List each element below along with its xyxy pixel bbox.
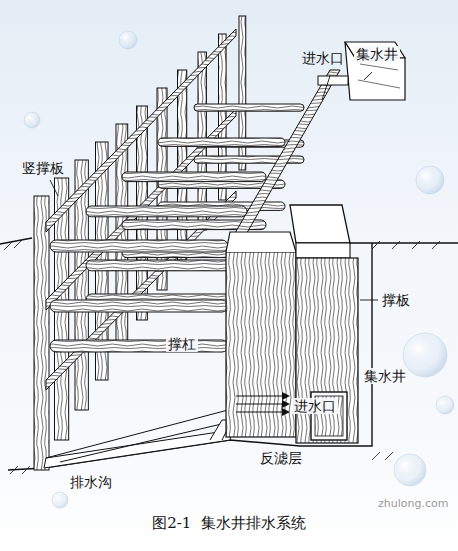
figure-caption: 图2-1 集水井排水系统	[0, 514, 458, 533]
strut	[86, 206, 247, 217]
inlet-label: 进水口	[292, 398, 338, 414]
leader-lines	[50, 72, 378, 300]
vertical-board-label: 竖撑板	[20, 160, 66, 176]
watermark: zhulong.com	[376, 498, 450, 511]
vertical-boards	[34, 16, 246, 470]
strut-label: 撑杠	[166, 336, 198, 352]
board	[34, 196, 49, 470]
strut	[50, 340, 228, 352]
trench-floor	[44, 410, 232, 468]
strut	[158, 138, 285, 146]
strut	[50, 300, 228, 312]
strut	[86, 260, 247, 271]
strut	[50, 240, 228, 252]
sump-label: 集水井	[354, 46, 400, 62]
board-label: 撑板	[380, 292, 412, 308]
sump-label: 集水井	[362, 368, 408, 384]
sump-pit-near	[236, 205, 358, 443]
drain-ditch-label: 排水沟	[68, 474, 114, 490]
strut	[194, 104, 304, 111]
filter-layer-label: 反滤层	[258, 450, 304, 466]
strut	[122, 172, 266, 182]
inlet-label: 进水口	[300, 50, 346, 66]
